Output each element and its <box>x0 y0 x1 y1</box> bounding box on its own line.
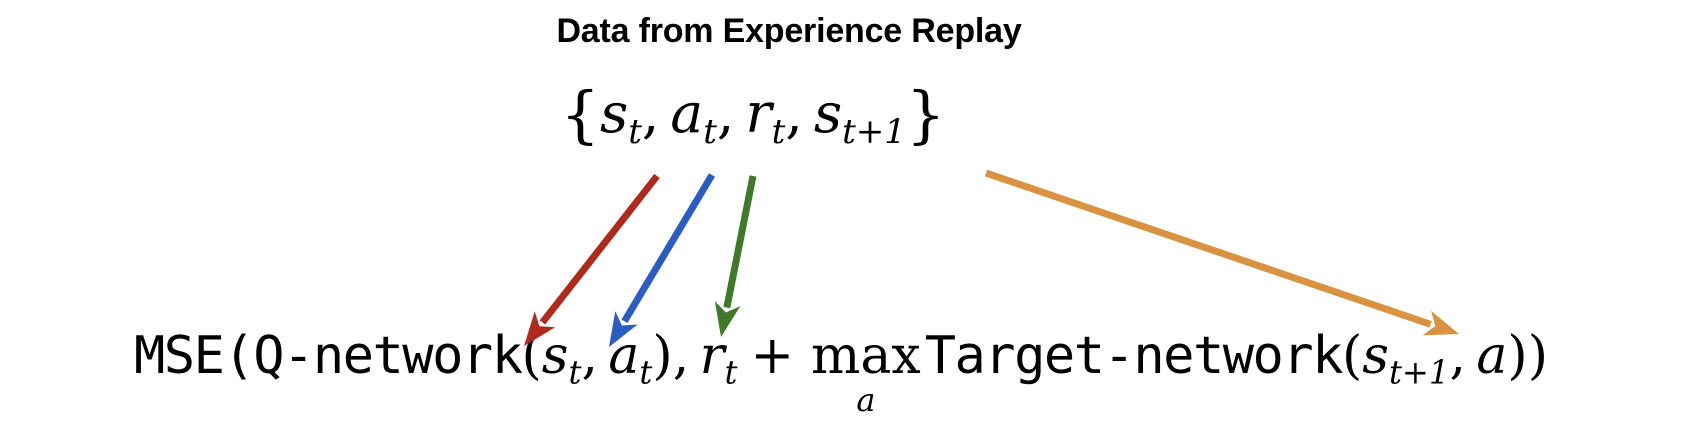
q-arg-separator: , <box>581 326 598 386</box>
tuple-state-symbol: s <box>599 81 629 145</box>
target-network-label: Target-network <box>924 326 1344 386</box>
reward-symbol: r <box>699 326 725 386</box>
tuple-next-state-subscript: t+1 <box>842 111 906 152</box>
diagram-title: Data from Experience Replay <box>0 12 1682 51</box>
tuple-close-brace: } <box>906 78 946 151</box>
experience-tuple-expression: {st, at, rt, st+1} <box>561 78 946 152</box>
reward-arrow-shaft <box>723 175 757 309</box>
plus-operator: + <box>750 326 795 386</box>
target-action-symbol: a <box>1476 326 1508 386</box>
tuple-separator-1: , <box>641 81 660 145</box>
mse-arg-separator: , <box>672 326 690 386</box>
tuple-action-symbol: a <box>670 81 704 145</box>
tuple-action-subscript: t <box>703 111 717 152</box>
diagram-title-text: Data from Experience Replay <box>556 12 1022 50</box>
max-label: max <box>811 326 921 386</box>
experience-tuple: {st, at, rt, st+1} <box>0 78 1682 152</box>
target-state-symbol: s <box>1362 326 1389 386</box>
action-arrow-shaft <box>621 173 716 324</box>
tuple-state-subscript: t <box>628 111 642 152</box>
reward-subscript: t <box>724 353 738 392</box>
next-state-arrow-shaft <box>984 169 1432 328</box>
tuple-reward-symbol: r <box>745 81 772 145</box>
q-state-subscript: t <box>568 353 582 392</box>
target-arg-separator: , <box>1449 326 1466 386</box>
state-arrow-shaft <box>539 173 660 325</box>
tuple-separator-2: , <box>716 81 735 145</box>
tuple-separator-3: , <box>785 81 803 145</box>
target-open-paren: ( <box>1341 326 1363 386</box>
q-open-paren: ( <box>521 326 542 386</box>
q-state-symbol: s <box>541 326 569 386</box>
tuple-open-brace: { <box>560 78 600 151</box>
target-state-subscript: t+1 <box>1388 353 1450 392</box>
max-subscript: a <box>856 381 876 419</box>
q-action-symbol: a <box>608 326 640 386</box>
q-action-subscript: t <box>639 353 653 392</box>
q-close-paren: ) <box>652 326 673 386</box>
formula-close-parens: )) <box>1507 326 1548 386</box>
tuple-reward-subscript: t <box>771 111 786 152</box>
tuple-next-state-symbol: s <box>813 81 843 145</box>
q-network-label: Q-network <box>253 326 523 386</box>
mse-open: MSE( <box>134 326 255 386</box>
